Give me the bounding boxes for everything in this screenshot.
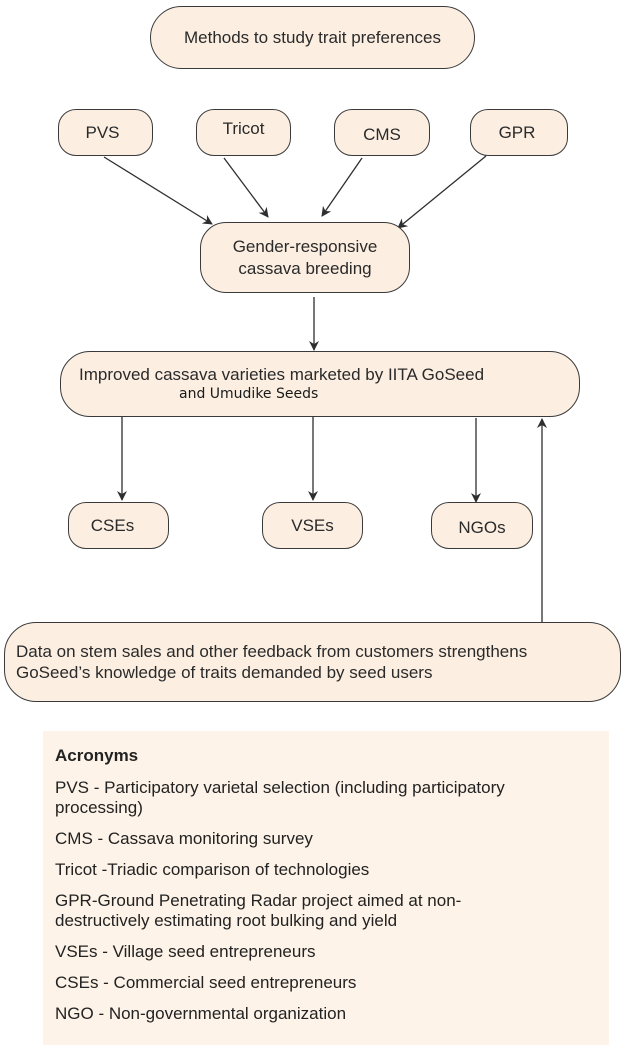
node-label-line1: Gender-responsive xyxy=(232,236,378,256)
node-label: CSEs xyxy=(90,516,135,535)
node-cms: CMS xyxy=(334,109,430,156)
acronym-tricot: Tricot -Triadic comparison of technologi… xyxy=(55,860,370,879)
node-improved-varieties: Improved cassava varieties marketed by I… xyxy=(60,351,580,417)
node-label: Methods to study trait preferences xyxy=(183,28,442,47)
node-pvs: PVS xyxy=(58,109,153,156)
acronym-cms: CMS - Cassava monitoring survey xyxy=(55,829,313,848)
node-vses: VSEs xyxy=(262,502,363,549)
node-label-line2: GoSeed’s knowledge of traits demanded by… xyxy=(16,663,433,682)
node-methods-to-study-trait-preferences: Methods to study trait preferences xyxy=(150,6,475,69)
node-tricot: Tricot xyxy=(196,109,291,156)
node-label: CMS xyxy=(363,125,401,144)
node-cses: CSEs xyxy=(68,502,169,549)
node-label-line1: Improved cassava varieties marketed by I… xyxy=(79,365,485,384)
arrow-gpr-to-breeding xyxy=(397,155,487,229)
arrow-pvs-to-breeding xyxy=(103,156,213,225)
arrow-cms-to-breeding xyxy=(321,157,363,217)
node-ngos: NGOs xyxy=(431,502,533,549)
node-customer-feedback: Data on stem sales and other feedback fr… xyxy=(4,622,621,702)
acronyms-panel: Acronyms PVS - Participatory varietal se… xyxy=(43,731,609,1045)
acronym-vses: VSEs - Village seed entrepreneurs xyxy=(55,942,316,961)
node-label: GPR xyxy=(498,123,536,142)
node-label: VSEs xyxy=(291,516,334,535)
node-label-line2: and Umudike Seeds xyxy=(179,386,319,402)
node-label-line2: cassava breeding xyxy=(238,258,372,278)
acronym-gpr: GPR-Ground Penetrating Radar project aim… xyxy=(55,891,462,930)
node-label-line1: Data on stem sales and other feedback fr… xyxy=(16,642,528,661)
acronym-ngo: NGO - Non-governmental organization xyxy=(55,1004,347,1023)
node-gender-responsive-breeding: Gender-responsive cassava breeding xyxy=(200,222,410,293)
acronyms-title: Acronyms xyxy=(55,746,139,765)
acronym-cses: CSEs - Commercial seed entrepreneurs xyxy=(55,973,357,992)
node-label: NGOs xyxy=(458,518,506,537)
node-label: Tricot xyxy=(222,119,265,138)
acronym-pvs: PVS - Participatory varietal selection (… xyxy=(55,778,505,817)
arrow-tricot-to-breeding xyxy=(223,157,269,218)
node-label: PVS xyxy=(85,123,120,142)
node-gpr: GPR xyxy=(470,109,568,156)
